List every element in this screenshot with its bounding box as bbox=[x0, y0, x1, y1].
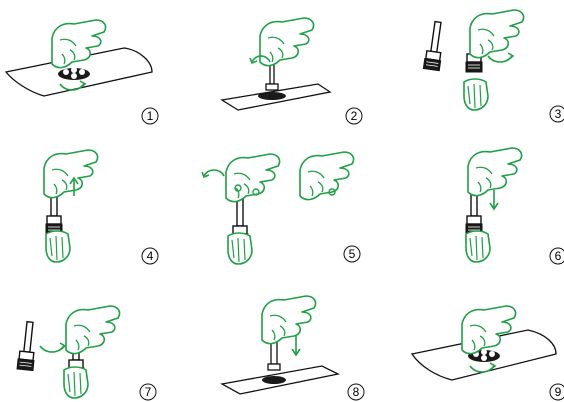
step-2-panel: 2 bbox=[222, 18, 362, 124]
hand-icon bbox=[262, 296, 316, 344]
plunger-tool-icon bbox=[17, 321, 38, 370]
hand-icon bbox=[228, 233, 252, 264]
step-6-panel: 6 bbox=[466, 148, 564, 264]
push-arrow-icon bbox=[490, 190, 498, 209]
rotation-arrow-icon bbox=[488, 53, 513, 62]
step-number: 8 bbox=[353, 385, 360, 399]
hand-icon bbox=[300, 152, 354, 200]
wiper-insert-icon bbox=[262, 376, 286, 384]
step-5-panel: 5 bbox=[202, 152, 360, 264]
step-number-badge: 4 bbox=[142, 248, 158, 264]
step-7-panel: 7 bbox=[17, 306, 156, 400]
hand-icon bbox=[468, 148, 522, 196]
hand-icon bbox=[226, 154, 280, 202]
step-number: 9 bbox=[555, 385, 562, 399]
rotation-arrow-icon bbox=[40, 343, 65, 352]
hand-icon bbox=[46, 231, 70, 262]
hand-icon bbox=[64, 367, 88, 398]
push-arrow-icon bbox=[292, 336, 300, 355]
step-9-panel: 9 bbox=[412, 306, 564, 400]
step-8-panel: 8 bbox=[222, 296, 364, 400]
step-number-badge: 3 bbox=[550, 106, 564, 122]
step-number-badge: 6 bbox=[550, 248, 564, 264]
hand-icon bbox=[464, 79, 488, 110]
plunger-tool-icon bbox=[423, 21, 446, 71]
step-1-panel: 1 bbox=[6, 20, 158, 124]
step-number: 6 bbox=[555, 249, 562, 263]
step-number: 3 bbox=[555, 107, 562, 121]
step-number-badge: 9 bbox=[550, 384, 564, 400]
step-number-badge: 5 bbox=[344, 246, 360, 262]
hand-icon bbox=[466, 231, 490, 262]
step-number-badge: 1 bbox=[142, 108, 158, 124]
wiper-insert-icon bbox=[258, 92, 286, 100]
step-number: 1 bbox=[147, 109, 154, 123]
step-number: 7 bbox=[145, 385, 152, 399]
step-number-badge: 2 bbox=[346, 108, 362, 124]
rotation-arrow-icon bbox=[202, 170, 224, 177]
step-number-badge: 8 bbox=[348, 384, 364, 400]
hand-icon bbox=[66, 306, 120, 354]
step-number: 4 bbox=[147, 249, 154, 263]
hand-icon bbox=[470, 10, 524, 58]
step-3-panel: 3 bbox=[423, 10, 564, 122]
hand-icon bbox=[44, 150, 98, 198]
step-number: 5 bbox=[349, 247, 356, 261]
step-4-panel: 4 bbox=[44, 150, 158, 264]
step-number-badge: 7 bbox=[140, 384, 156, 400]
step-number: 2 bbox=[351, 109, 358, 123]
